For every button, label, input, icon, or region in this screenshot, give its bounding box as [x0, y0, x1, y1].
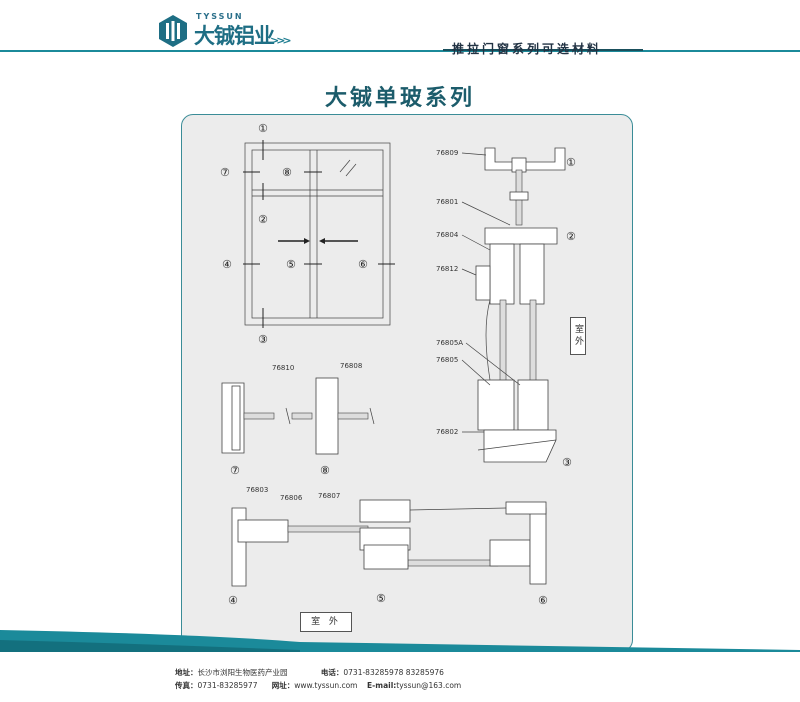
- phone-label: 电话：: [320, 668, 344, 677]
- section-title: 推拉门窗系列可选材料: [452, 42, 603, 56]
- part-76802: 76802: [436, 428, 458, 436]
- part-76808: 76808: [340, 362, 362, 370]
- marker-7-elev: ⑦: [220, 166, 230, 179]
- part-76806: 76806: [280, 494, 303, 502]
- brand-logo-icon: [159, 15, 187, 47]
- email-label: E-mail:: [367, 681, 397, 690]
- footer-line-2: 传真：0731-83285977 网址：www.tyssun.com E-mai…: [175, 679, 461, 692]
- arrows-decoration: >>>: [270, 34, 292, 47]
- part-76810: 76810: [272, 364, 294, 372]
- marker-1-elev: ①: [258, 122, 268, 135]
- window-elevation: [243, 140, 395, 328]
- phone-value: 0731-83285978 83285976: [343, 668, 444, 677]
- page-header: TYSSUN 大铖铝业 >>> 推拉门窗系列可选材料: [0, 0, 800, 70]
- part-76801: 76801: [436, 198, 458, 206]
- leader-lines-vsec: [461, 152, 521, 433]
- part-76809: 76809: [436, 149, 458, 157]
- brand-name-cn: 大铖铝业: [194, 24, 275, 48]
- header-rule-accent: [443, 49, 643, 51]
- marker-4-hsec: ④: [228, 594, 238, 607]
- part-76807: 76807: [318, 492, 340, 500]
- website-link[interactable]: www.tyssun.com: [294, 681, 358, 690]
- part-76805A: 76805A: [436, 339, 463, 347]
- section-7-8: [221, 377, 375, 455]
- footer-line-1: 地址：长沙市浏阳生物医药产业园 电话：0731-83285978 8328597…: [175, 666, 461, 679]
- decorative-wave-band: [0, 630, 800, 652]
- fax-value: 0731-83285977: [197, 681, 258, 690]
- part-76805: 76805: [436, 356, 458, 364]
- marker-4-elev: ④: [222, 258, 232, 271]
- marker-2-vsec: ②: [566, 230, 576, 243]
- marker-3-vsec: ③: [562, 456, 572, 469]
- marker-2-elev: ②: [258, 213, 268, 226]
- marker-6-elev: ⑥: [358, 258, 368, 271]
- part-76812: 76812: [436, 265, 458, 273]
- exterior-label: 室 外: [300, 612, 352, 632]
- website-label: 网址：: [271, 681, 295, 690]
- email-link[interactable]: tyssun@163.com: [396, 681, 462, 690]
- marker-8-sec: ⑧: [320, 464, 330, 477]
- fax-label: 传真：: [175, 681, 198, 690]
- page-title: 大铖单玻系列: [324, 86, 475, 111]
- horizontal-section: [231, 499, 547, 587]
- marker-8-elev: ⑧: [282, 166, 292, 179]
- exterior-label-vertical: 室外: [570, 317, 586, 355]
- address-value: 长沙市浏阳生物医药产业园: [197, 668, 288, 677]
- address-label: 地址：: [175, 668, 198, 677]
- footer-contact: 地址：长沙市浏阳生物医药产业园 电话：0731-83285978 8328597…: [175, 666, 461, 692]
- marker-5-elev: ⑤: [286, 258, 296, 271]
- marker-1-vsec: ①: [566, 156, 576, 169]
- marker-6-hsec: ⑥: [538, 594, 548, 607]
- marker-7-sec: ⑦: [230, 464, 240, 477]
- marker-5-hsec: ⑤: [376, 592, 386, 605]
- brand-name-en: TYSSUN: [196, 12, 244, 21]
- header-rule: [0, 50, 800, 52]
- marker-3-elev: ③: [258, 333, 268, 346]
- part-76803: 76803: [246, 486, 268, 494]
- part-76804: 76804: [436, 231, 459, 239]
- vertical-section: [475, 147, 566, 463]
